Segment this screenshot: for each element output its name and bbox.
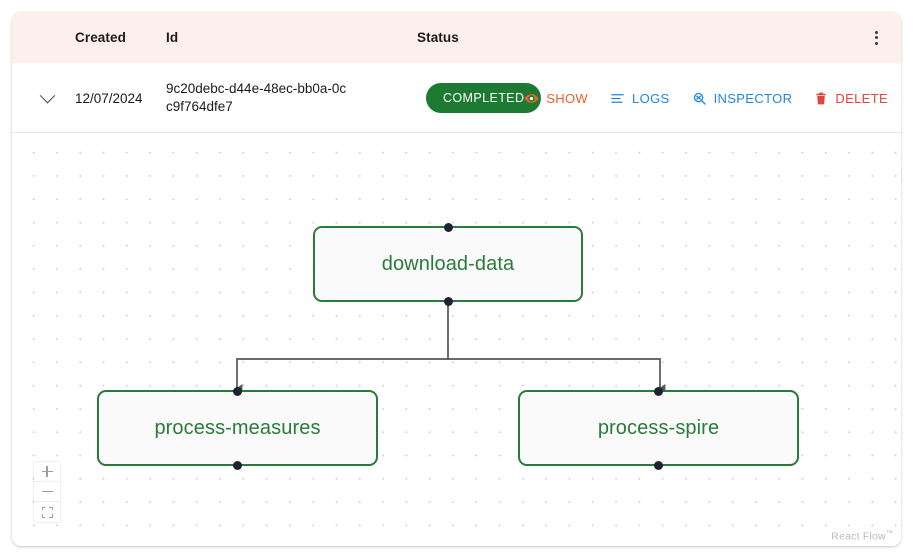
node-handle-source[interactable] <box>233 460 242 470</box>
flow-node-label: process-measures <box>154 416 321 439</box>
trash-icon <box>814 91 828 106</box>
show-button-label: SHOW <box>546 90 589 106</box>
node-handle-target[interactable] <box>443 222 453 232</box>
show-button[interactable]: SHOW <box>524 91 588 106</box>
table-row: 12/07/2024 9c20debc-d44e-48ec-bb0a-0cc9f… <box>12 63 901 133</box>
zoom-out-button[interactable] <box>34 482 60 502</box>
chevron-down-icon <box>39 87 55 103</box>
row-expand-button[interactable] <box>30 63 64 133</box>
pipeline-run-card: Created Id Status 12/07/2024 9c20debc-d4… <box>12 12 901 546</box>
flow-node-label: download-data <box>381 252 515 275</box>
node-handle-source[interactable] <box>654 460 663 470</box>
status-badge[interactable]: COMPLETED <box>426 82 542 113</box>
react-flow-canvas[interactable]: download-data process-measures process-s… <box>12 133 901 546</box>
inspector-button[interactable]: INSPECTOR <box>692 91 793 106</box>
cell-created: 12/07/2024 <box>75 90 143 106</box>
minus-icon <box>41 486 53 497</box>
fit-view-icon <box>41 506 53 518</box>
delete-button[interactable]: DELETE <box>814 91 888 106</box>
cell-id-text: 9c20debc-d44e-48ec-bb0a-0cc9f764dfe7 <box>166 81 347 114</box>
column-header-created: Created <box>75 30 126 45</box>
logs-button-label: LOGS <box>632 90 670 106</box>
column-header-status: Status <box>417 30 459 45</box>
fit-view-button[interactable] <box>34 502 60 522</box>
plus-icon <box>41 466 53 477</box>
more-vertical-icon <box>874 30 878 45</box>
delete-button-label: DELETE <box>835 90 888 106</box>
table-header: Created Id Status <box>12 12 901 63</box>
node-handle-source[interactable] <box>443 296 453 306</box>
row-actions: SHOW LOGS <box>524 63 888 133</box>
flow-node-download-data[interactable]: download-data <box>313 222 583 306</box>
table-menu-button[interactable] <box>859 12 893 63</box>
flow-node-label: process-spire <box>597 416 720 439</box>
flow-controls <box>34 462 60 522</box>
eye-icon <box>524 91 539 106</box>
inspector-button-label: INSPECTOR <box>713 90 793 106</box>
flow-node-process-spire[interactable]: process-spire <box>518 386 799 470</box>
react-flow-attribution-label: React Flow <box>831 530 886 542</box>
magnifier-icon <box>692 91 707 106</box>
zoom-in-button[interactable] <box>34 462 60 482</box>
cell-id: 9c20debc-d44e-48ec-bb0a-0cc9f764dfe7 <box>166 63 351 133</box>
react-flow-attribution[interactable]: React Flow™ <box>831 529 893 543</box>
logs-button[interactable]: LOGS <box>610 91 670 106</box>
node-handle-target[interactable] <box>654 386 663 396</box>
column-header-id: Id <box>166 30 179 45</box>
flow-node-process-measures[interactable]: process-measures <box>97 386 378 470</box>
flow-edges <box>236 305 666 392</box>
node-handle-target[interactable] <box>233 386 242 396</box>
list-icon <box>610 91 625 106</box>
